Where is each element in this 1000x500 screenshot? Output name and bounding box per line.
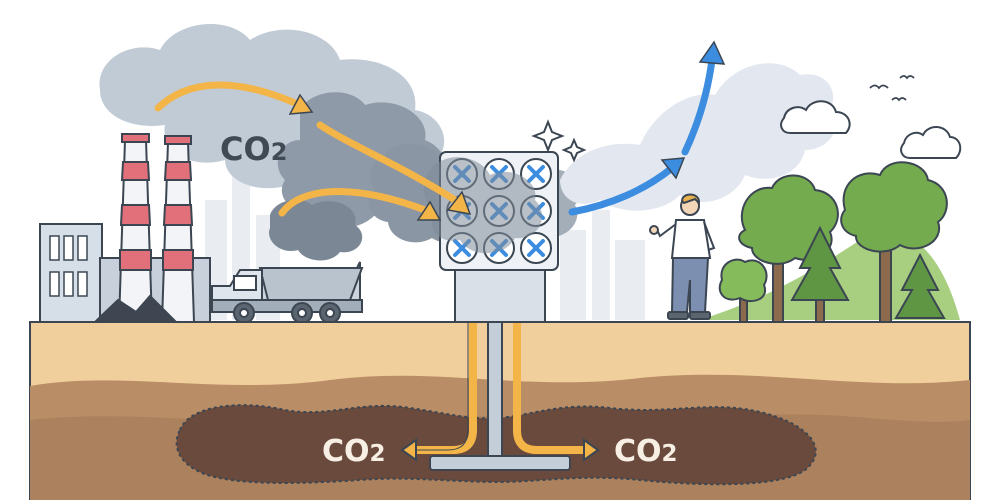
clean-air-plume: [560, 63, 836, 211]
tree-icon: [894, 252, 946, 319]
co2-air-label: CO2: [220, 130, 287, 168]
co2-underground-right-label: CO2: [614, 434, 678, 469]
co2-underground-left-label: CO2: [322, 434, 386, 469]
cloud-icon: [780, 100, 962, 159]
tree-icon: [840, 161, 948, 323]
smoke-overlay: [423, 157, 543, 254]
factory-chimney-icon: [117, 133, 154, 323]
bird-icon: [869, 75, 915, 102]
forest: [700, 161, 960, 323]
sparkle-icon: [531, 119, 587, 163]
clean-air-arrows: [568, 40, 726, 216]
tree-icon: [718, 258, 768, 323]
co2-flow-arrows: [154, 81, 472, 221]
dump-truck-icon: [211, 261, 364, 324]
person-thumbs-up-icon: [649, 193, 716, 320]
factory-chimney-icon: [160, 135, 196, 323]
